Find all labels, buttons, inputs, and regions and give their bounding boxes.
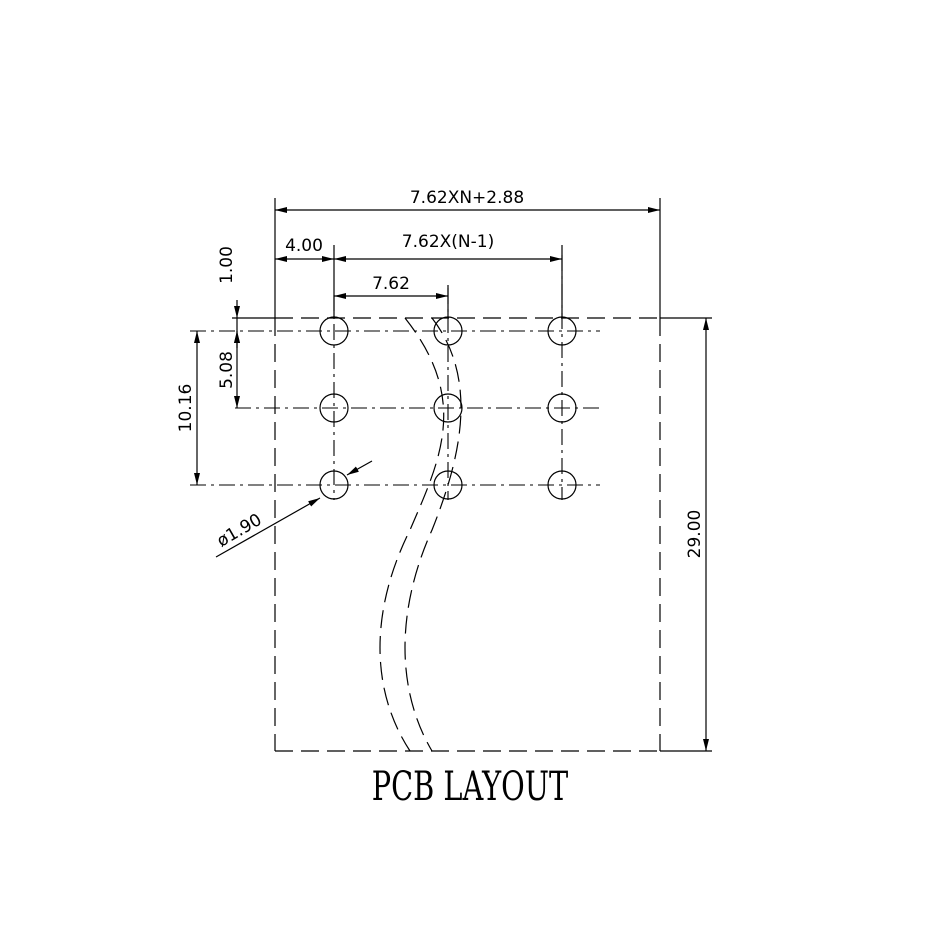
dim-row-span-label: 10.16 <box>176 384 196 433</box>
break-lines <box>379 317 462 752</box>
dim-edge-offset-label: 4.00 <box>285 236 323 256</box>
dim-overall-height-label: 29.00 <box>685 510 705 559</box>
dim-row-pitch: 5.08 <box>217 331 240 408</box>
dim-pitch: 7.62 <box>334 274 448 299</box>
dim-hole-diameter-label: ø1.90 <box>214 510 266 551</box>
dim-overall-height: 29.00 <box>685 318 709 751</box>
drawing-title: PCB LAYOUT <box>372 764 569 810</box>
hole <box>547 470 577 500</box>
dim-pitch-label: 7.62 <box>372 274 410 294</box>
dim-hole-diameter: ø1.90 <box>214 460 373 558</box>
dim-top-offset-label: 1.00 <box>217 246 237 284</box>
dim-edge-offset: 4.00 <box>275 236 334 262</box>
dim-pitch-span-label: 7.62X(N-1) <box>402 232 494 252</box>
hole <box>319 393 349 423</box>
hole <box>433 470 463 500</box>
hole <box>319 470 349 500</box>
dim-pitch-span: 7.62X(N-1) <box>334 232 562 262</box>
dim-row-span: 10.16 <box>176 331 200 485</box>
extension-lines <box>232 198 712 752</box>
dim-top-offset: 1.00 <box>217 246 240 348</box>
hole <box>547 393 577 423</box>
board-outline <box>274 317 661 752</box>
dim-overall-width: 7.62XN+2.88 <box>275 188 660 213</box>
hole <box>433 393 463 423</box>
dim-overall-width-label: 7.62XN+2.88 <box>410 188 524 208</box>
dim-row-pitch-label: 5.08 <box>217 351 237 389</box>
hole-center-lines <box>190 255 600 500</box>
